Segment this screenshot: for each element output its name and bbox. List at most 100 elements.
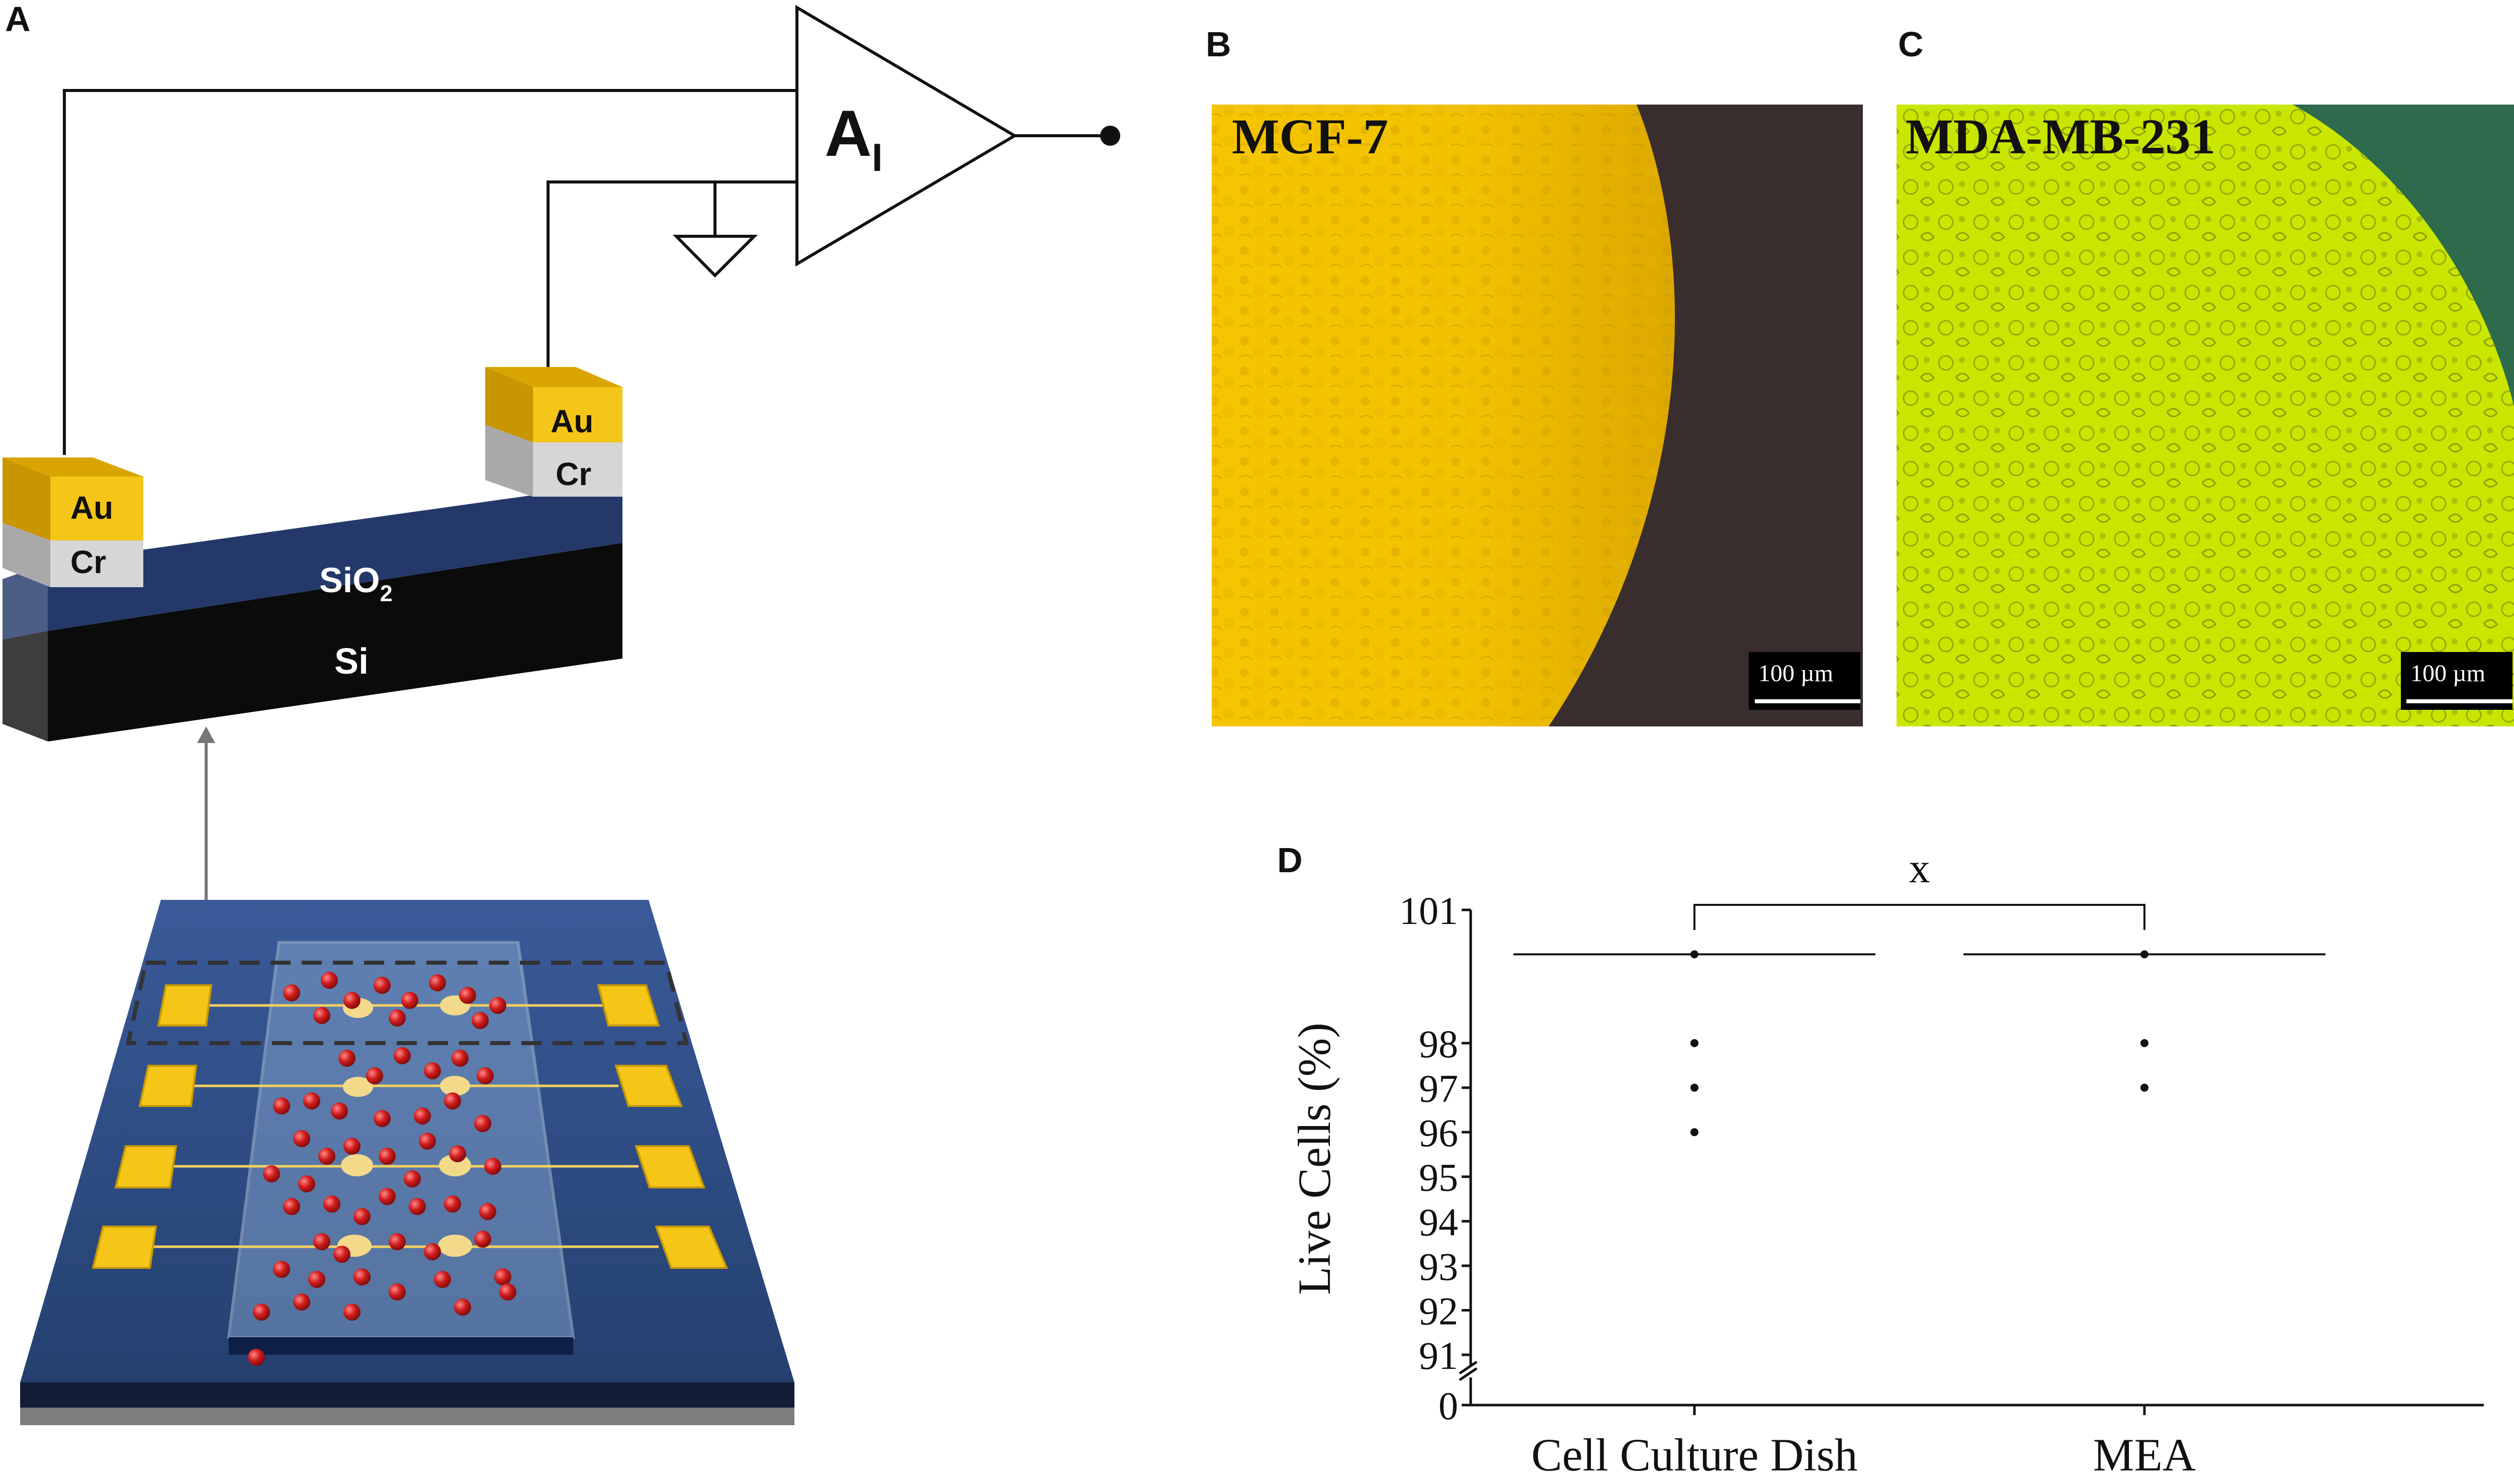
data-point: [2140, 1083, 2148, 1092]
amplifier: AI: [795, 5, 1120, 267]
amplifier-triangle: [795, 5, 1018, 267]
cell: [321, 972, 338, 989]
cell: [394, 1047, 411, 1064]
chip-substrate: [20, 900, 794, 1382]
data-point: [1690, 1083, 1698, 1092]
silicon-layer: [48, 543, 622, 741]
cell: [477, 1067, 494, 1084]
cell: [419, 1133, 436, 1150]
y-tick-label: 98: [1419, 1022, 1458, 1066]
y-tick-label: 91: [1419, 1334, 1458, 1377]
mda-title: MDA-MB-231: [1906, 109, 2216, 164]
amplifier-label: AI: [825, 97, 883, 179]
cell: [333, 1246, 350, 1263]
axis-break-mark: [1459, 1367, 1478, 1381]
left-chrome-label: Cr: [70, 544, 106, 580]
right-gold-label: Au: [551, 403, 593, 439]
cell: [343, 992, 361, 1009]
cell: [434, 1271, 451, 1288]
data-point: [2140, 1039, 2148, 1047]
cell: [273, 1261, 290, 1278]
panel-c-label: C: [1898, 25, 1924, 64]
ground-symbol: [672, 235, 758, 278]
cell: [353, 1208, 371, 1225]
cell: [389, 1009, 406, 1027]
cell: [253, 1304, 270, 1321]
output-terminal: [1100, 126, 1120, 146]
culture-well: [227, 941, 575, 1339]
cell: [449, 1145, 466, 1162]
left-chrome-pad: [50, 540, 143, 587]
cell: [379, 1148, 396, 1165]
right-electrode: Au Cr: [485, 367, 622, 497]
cell: [424, 1243, 441, 1260]
cell: [308, 1271, 325, 1288]
right-gold-pad: [533, 387, 622, 442]
cell: [472, 1012, 489, 1029]
live-cells-chart: Live Cells (%) x 09192939495969798101Cel…: [1289, 845, 2484, 1480]
y-tick-label: 94: [1419, 1200, 1458, 1244]
y-axis-label: Live Cells (%): [1289, 1023, 1340, 1295]
right-chrome-label: Cr: [556, 456, 591, 492]
cell: [452, 1050, 469, 1067]
y-tick-label: 95: [1419, 1156, 1458, 1199]
significance-bracket: [1693, 904, 2145, 930]
cell: [323, 1195, 340, 1213]
cell: [424, 1062, 441, 1079]
data-point: [1690, 1039, 1698, 1047]
cell: [366, 1067, 383, 1084]
y-tick-label: 96: [1419, 1111, 1458, 1155]
panel-a: A AI SiO2 Si: [3, 0, 1120, 1425]
cell: [389, 1233, 406, 1250]
cell: [313, 1007, 330, 1024]
cell: [459, 987, 476, 1004]
cell: [429, 974, 446, 991]
cell: [444, 1195, 461, 1213]
axis-break-mark: [1459, 1360, 1478, 1375]
cell: [293, 1130, 310, 1147]
left-electrode: Au Cr: [3, 457, 143, 587]
cell: [474, 1115, 491, 1132]
cell: [444, 1092, 461, 1109]
x-tick-label: MEA: [2093, 1429, 2196, 1480]
cell: [273, 1097, 290, 1115]
cell: [489, 997, 506, 1014]
cell: [338, 1050, 355, 1067]
x-tick-label: Cell Culture Dish: [1531, 1429, 1857, 1480]
mcf7-title: MCF-7: [1232, 109, 1388, 164]
wire-left-electrode: [63, 89, 797, 455]
oxide-layer: [48, 483, 622, 631]
cell: [409, 1198, 426, 1215]
data-point: [1690, 950, 1698, 959]
silicon-label: Si: [334, 641, 369, 682]
y-tick-label: 97: [1419, 1067, 1458, 1110]
cell: [331, 1102, 348, 1120]
cell: [454, 1298, 471, 1316]
cell: [353, 1268, 371, 1285]
right-chrome-pad: [533, 442, 622, 497]
cell: [499, 1283, 516, 1301]
panel-c: C MDA-MB-231 100 µm: [1897, 25, 2514, 726]
cell: [248, 1349, 265, 1366]
significance-label: x: [1909, 845, 1930, 892]
selection-outline: [126, 961, 689, 1045]
cell: [379, 1188, 396, 1205]
wire-right-electrode: [547, 180, 797, 367]
panel-d: D Live Cells (%) x 09192939495969798101C…: [1277, 841, 2484, 1480]
scale-bar-label-b: 100 µm: [1758, 660, 1833, 687]
y-tick-label: 0: [1439, 1384, 1458, 1428]
panel-b-label: B: [1206, 25, 1231, 64]
left-gold-label: Au: [70, 490, 113, 526]
cell: [303, 1092, 320, 1109]
cell: [283, 1198, 300, 1215]
mea-chip: [20, 900, 794, 1425]
cell: [293, 1293, 310, 1311]
cell: [343, 1304, 361, 1321]
cell: [313, 1233, 330, 1250]
oxide-label: SiO2: [319, 561, 393, 606]
cells: [248, 972, 516, 1366]
cell: [414, 1107, 431, 1125]
cell: [494, 1268, 511, 1285]
panel-b: B MCF-7 100 µm: [1206, 25, 1863, 726]
cell: [298, 1175, 315, 1192]
